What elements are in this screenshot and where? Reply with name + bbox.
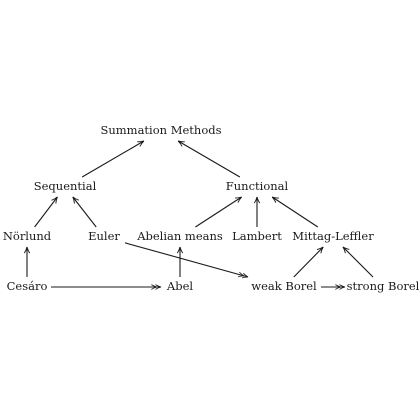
edge-abelian-to-functional <box>195 196 242 228</box>
edge-functional-to-summation <box>177 140 241 178</box>
node-sequential: Sequential <box>34 179 97 193</box>
node-euler: Euler <box>88 229 120 243</box>
node-abelian: Abelian means <box>136 229 223 243</box>
edge-euler-to-weakborel <box>124 242 249 279</box>
edges-layer <box>23 140 374 290</box>
edge-euler-to-sequential <box>72 196 97 228</box>
node-cesaro: Cesáro <box>7 279 48 293</box>
edge-sequential-to-summation <box>81 140 145 178</box>
edge-mittag-to-functional <box>271 196 319 228</box>
node-summation: Summation Methods <box>100 123 221 137</box>
edge-weakborel-to-mittag <box>293 246 324 278</box>
edge-norlund-to-sequential <box>34 196 58 228</box>
node-strongborel: strong Borel <box>347 279 420 293</box>
node-weakborel: weak Borel <box>251 279 317 293</box>
node-abel: Abel <box>166 279 193 293</box>
node-lambert: Lambert <box>232 229 282 243</box>
edge-strongborel-to-mittag <box>342 246 374 278</box>
node-norlund: Nörlund <box>3 229 52 243</box>
node-mittag: Mittag-Leffler <box>292 229 374 243</box>
node-functional: Functional <box>226 179 289 193</box>
